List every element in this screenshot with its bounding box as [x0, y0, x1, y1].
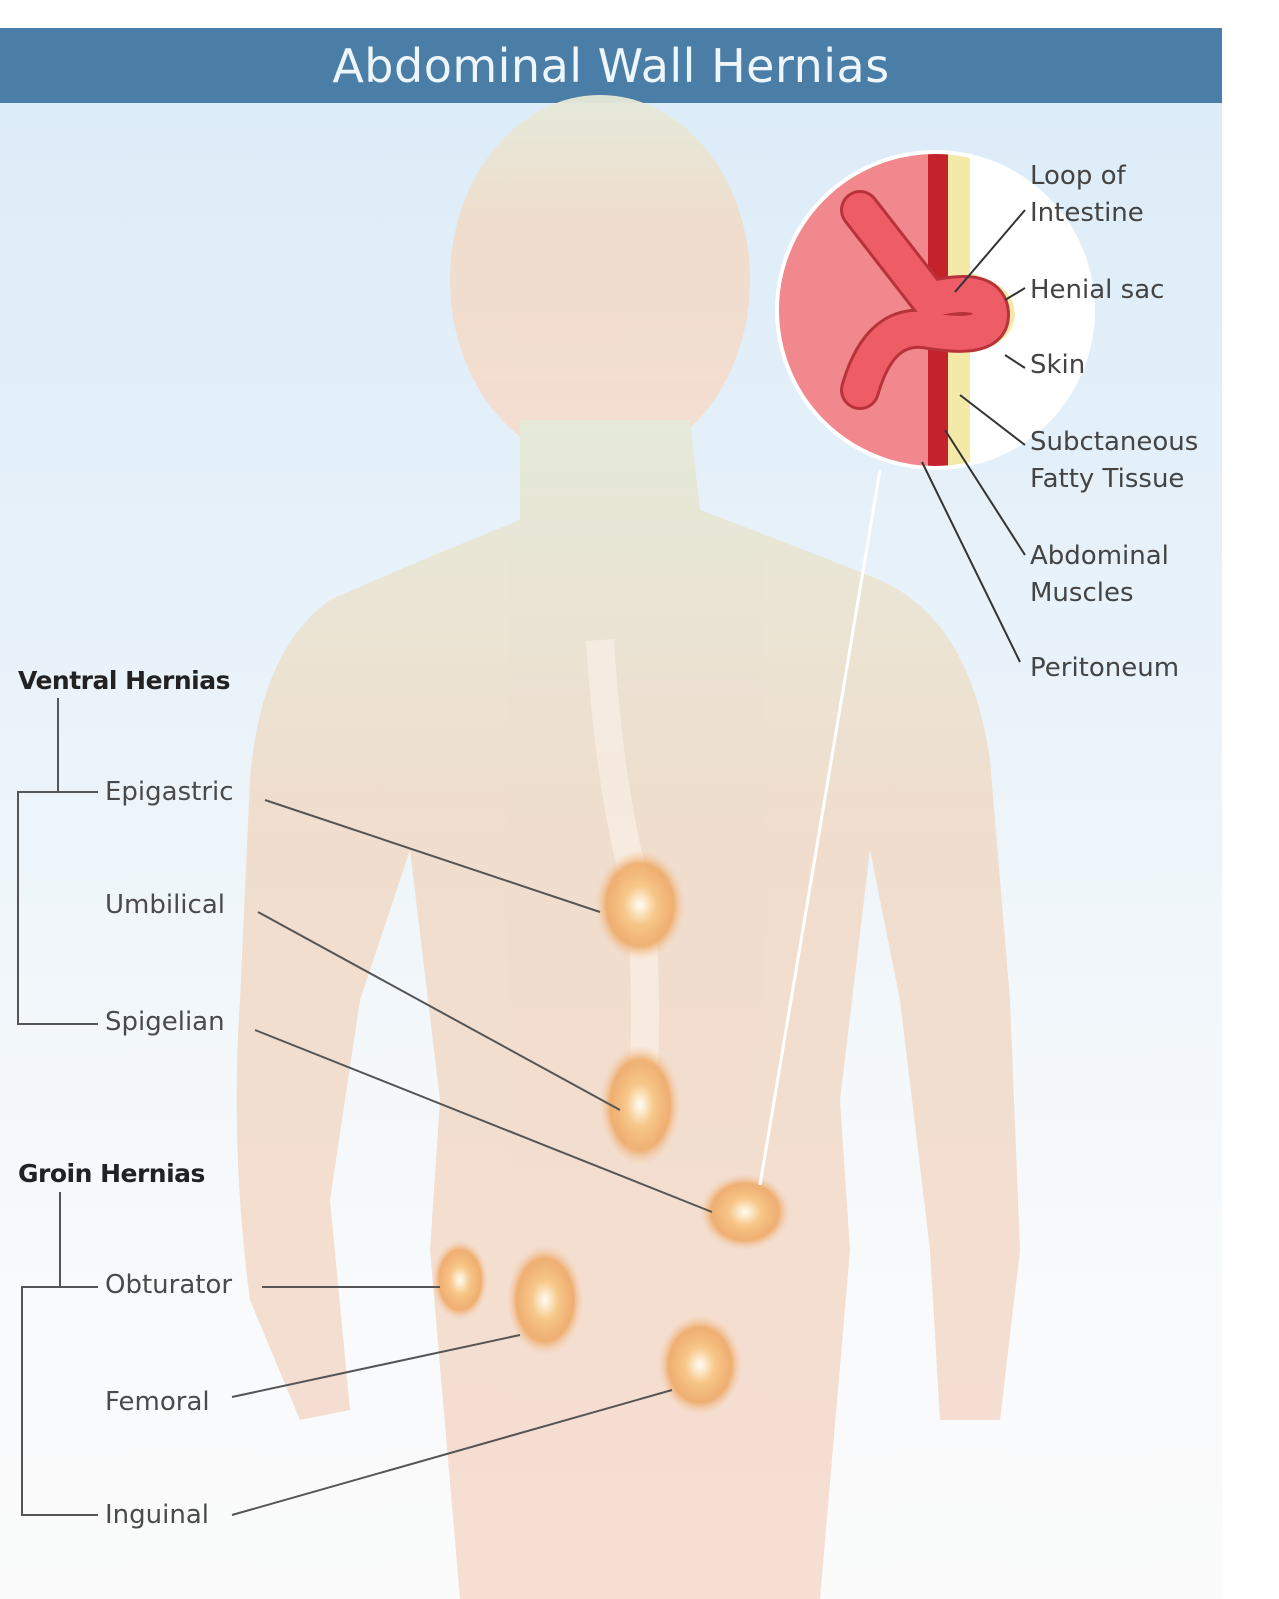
label-text: Subctaneous — [1030, 427, 1199, 457]
label-epigastric: Epigastric — [105, 777, 234, 807]
group-ventral-hernias: Ventral Hernias — [18, 666, 230, 695]
label-umbilical: Umbilical — [105, 890, 225, 920]
label-peritoneum: Peritoneum — [1030, 653, 1180, 683]
label-text: Abdominal — [1030, 541, 1169, 571]
label-loop-of-intestine: Loop of Intestine — [1030, 158, 1144, 232]
inset-leaders — [921, 209, 1026, 663]
hernia-epigastric — [595, 850, 685, 960]
label-inguinal: Inguinal — [105, 1500, 209, 1530]
label-femoral: Femoral — [105, 1387, 210, 1417]
hernia-umbilical — [600, 1045, 680, 1165]
label-obturator: Obturator — [105, 1270, 233, 1300]
label-skin: Skin — [1030, 350, 1086, 380]
label-text: Muscles — [1030, 578, 1134, 608]
leader-lines — [17, 698, 713, 1516]
label-hernial-sac: Henial sac — [1030, 275, 1165, 305]
label-text: Fatty Tissue — [1030, 464, 1185, 494]
title-bar: Abdominal Wall Hernias — [0, 28, 1222, 103]
hernia-femoral — [507, 1245, 583, 1355]
page-title: Abdominal Wall Hernias — [332, 38, 890, 93]
hernia-inguinal — [658, 1315, 742, 1415]
group-groin-hernias: Groin Hernias — [18, 1159, 205, 1188]
label-spigelian: Spigelian — [105, 1007, 225, 1037]
hernia-markers — [432, 850, 790, 1415]
label-text: Loop of — [1030, 161, 1126, 191]
label-text: Intestine — [1030, 198, 1144, 228]
hernia-spigelian — [700, 1174, 790, 1250]
inset-pointer — [758, 469, 882, 1186]
hernia-obturator — [432, 1240, 488, 1320]
